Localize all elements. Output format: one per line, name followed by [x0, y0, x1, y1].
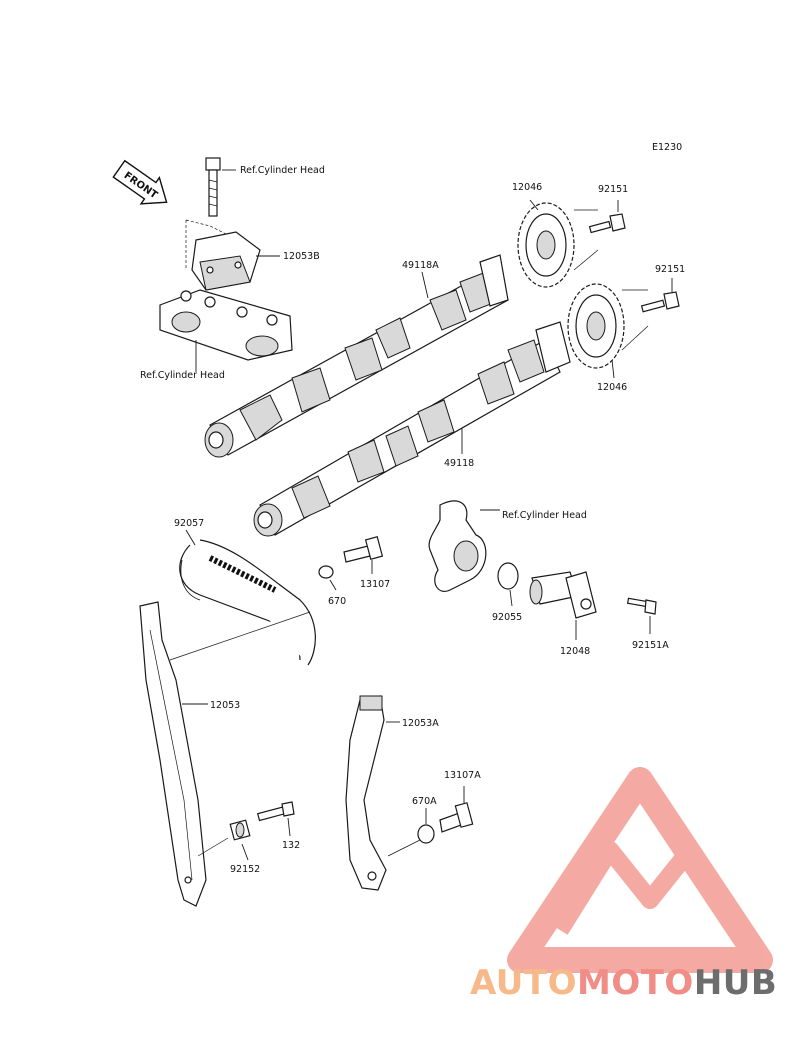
chain-tensioner	[529, 571, 597, 619]
label-12048: 12048	[560, 646, 590, 657]
chain-guide-12053	[139, 601, 207, 907]
label-670: 670	[328, 596, 346, 607]
watermark-hub: HUB	[694, 963, 777, 1003]
diagram-code: E1230	[652, 142, 682, 153]
cam-sprocket-bottom	[567, 283, 625, 369]
label-132: 132	[282, 840, 300, 851]
label-92057: 92057	[174, 518, 204, 529]
sprocket-bolt-mid	[640, 291, 680, 313]
label-49118: 49118	[444, 458, 474, 469]
guide-bolt-13107	[343, 536, 384, 563]
bolt-132	[256, 801, 295, 822]
cam-cap-bolt	[205, 157, 221, 217]
watermark-moto: MOTO	[577, 963, 694, 1003]
o-ring-670	[318, 565, 334, 579]
o-ring-92055	[497, 562, 519, 590]
cam-chain	[179, 539, 316, 666]
label-49118A: 49118A	[402, 260, 439, 271]
tensioner-housing	[428, 500, 487, 592]
label-92055: 92055	[492, 612, 522, 623]
label-92151-top: 92151	[598, 184, 628, 195]
camshaft-49118	[253, 321, 571, 537]
label-13107: 13107	[360, 579, 390, 590]
tensioner-bolt	[626, 597, 657, 615]
sprocket-bolt-top	[588, 213, 626, 234]
label-ref-cylinder-head-right: Ref.Cylinder Head	[502, 510, 587, 521]
watermark-text: AUTOMOTOHUB	[470, 963, 777, 1003]
watermark-auto: AUTO	[470, 963, 577, 1003]
label-ref-cylinder-head-top: Ref.Cylinder Head	[240, 165, 325, 176]
front-arrow: FRONT	[112, 159, 168, 205]
label-12053: 12053	[210, 700, 240, 711]
label-12046-top: 12046	[512, 182, 542, 193]
o-ring-670A	[417, 824, 435, 844]
label-92151A: 92151A	[632, 640, 669, 651]
label-12046-bottom: 12046	[597, 382, 627, 393]
label-670A: 670A	[412, 796, 437, 807]
chain-guide-12053A	[345, 695, 387, 891]
collar-92152	[229, 819, 251, 841]
guide-bolt-13107A	[439, 802, 474, 833]
label-13107A: 13107A	[444, 770, 481, 781]
label-12053B: 12053B	[283, 251, 320, 262]
label-ref-cylinder-head-left: Ref.Cylinder Head	[140, 370, 225, 381]
camshaft-cap	[159, 289, 293, 361]
label-92151-mid: 92151	[655, 264, 685, 275]
chain-guide-upper-bracket	[191, 231, 261, 291]
watermark-logo	[507, 767, 773, 973]
cam-sprocket-top	[517, 202, 575, 288]
camshaft-49118A	[204, 254, 509, 458]
label-12053A: 12053A	[402, 718, 439, 729]
label-92152: 92152	[230, 864, 260, 875]
